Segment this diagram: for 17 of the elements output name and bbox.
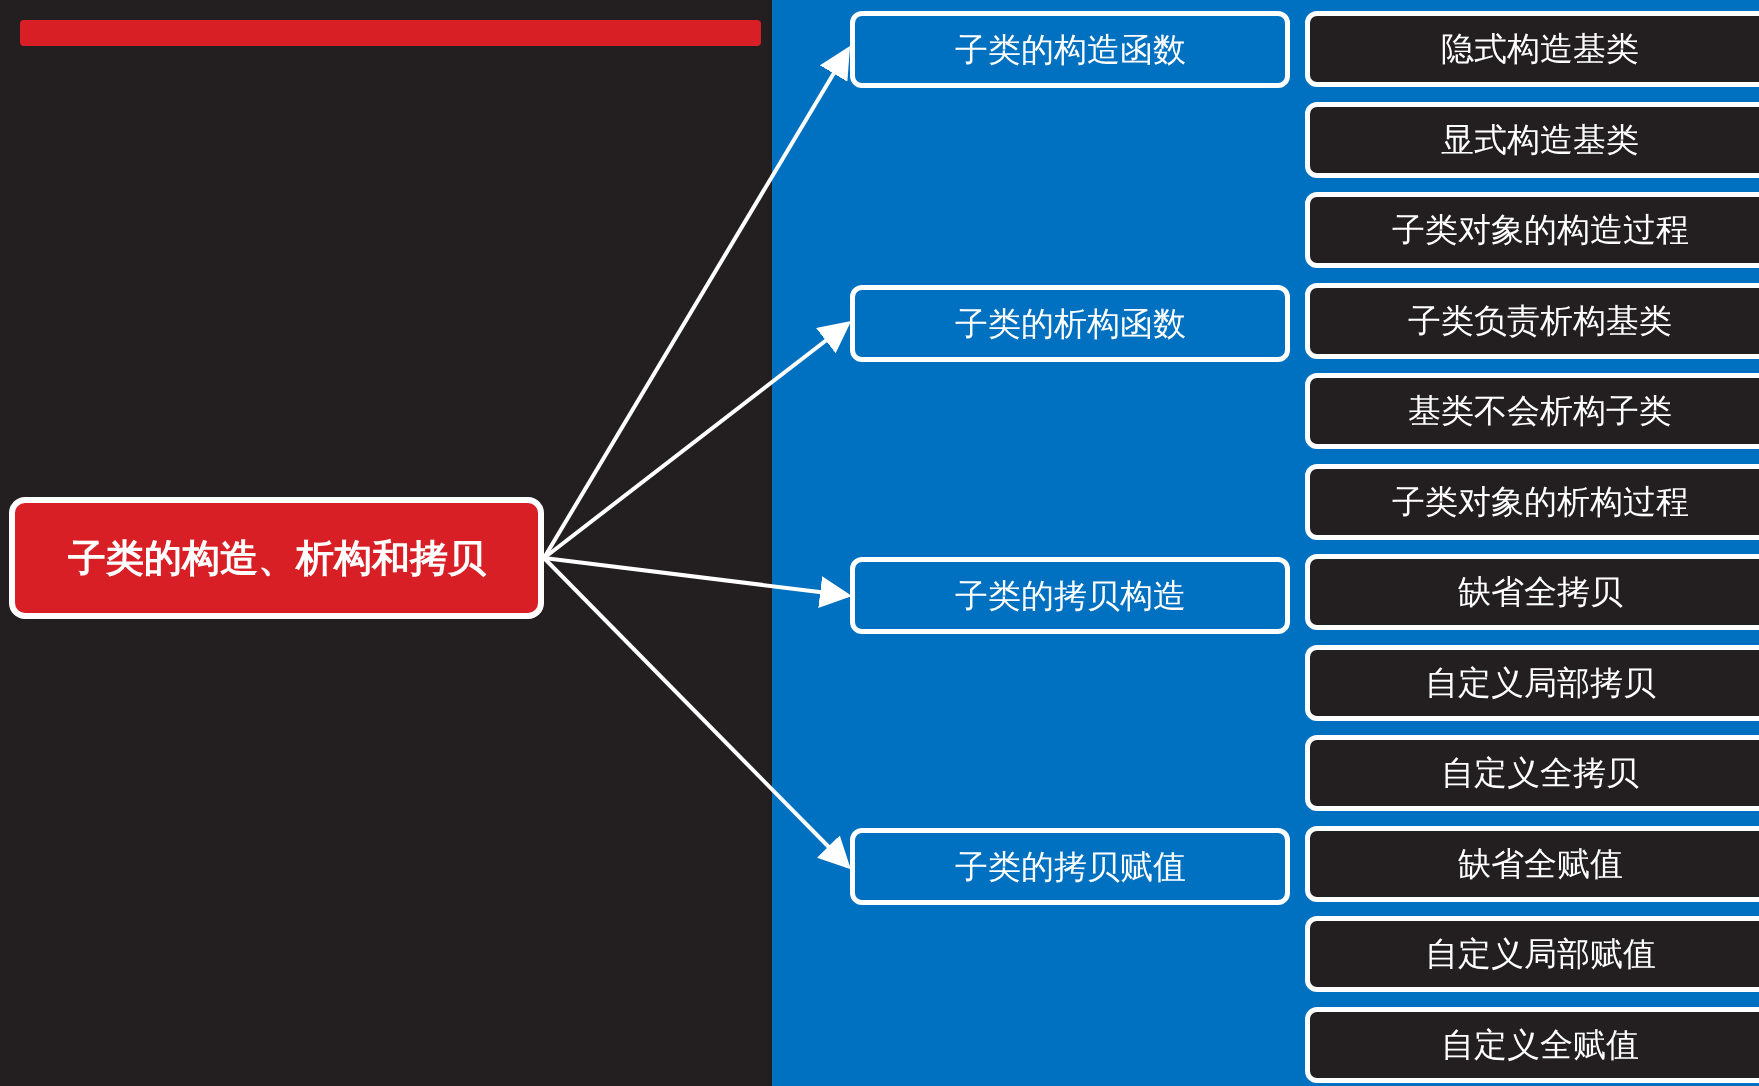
item-box: 隐式构造基类	[1305, 11, 1759, 87]
item-box: 自定义全赋值	[1305, 1006, 1759, 1083]
item-box: 基类不会析构子类	[1305, 373, 1759, 449]
item-box: 缺省全赋值	[1305, 825, 1759, 902]
item-box: 自定义局部拷贝	[1305, 644, 1759, 721]
topic-box: 子类的构造函数	[850, 11, 1290, 88]
item-box: 子类对象的构造过程	[1305, 192, 1759, 268]
item-box: 缺省全拷贝	[1305, 554, 1759, 630]
topic-box: 子类的析构函数	[850, 285, 1290, 362]
root-topic-box: 子类的构造、析构和拷贝	[9, 497, 544, 619]
item-box: 子类负责析构基类	[1305, 282, 1759, 359]
item-box: 自定义全拷贝	[1305, 735, 1759, 811]
topic-box: 子类的拷贝构造	[850, 557, 1290, 634]
item-box: 子类对象的析构过程	[1305, 463, 1759, 540]
topic-box: 子类的拷贝赋值	[850, 828, 1290, 905]
item-box: 显式构造基类	[1305, 101, 1759, 178]
item-box: 自定义局部赋值	[1305, 916, 1759, 992]
